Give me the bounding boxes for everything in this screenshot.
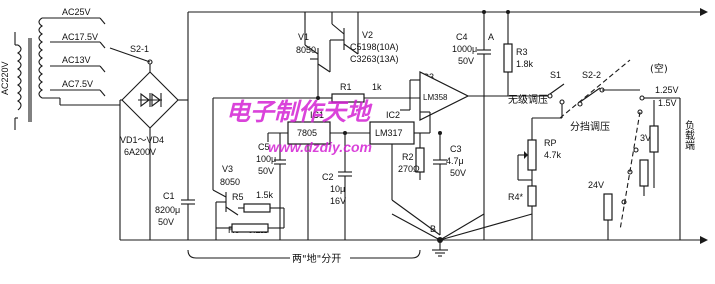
ic1-part: 7805	[297, 128, 317, 138]
r5-value: 1.5k	[256, 190, 274, 200]
ic3-lm358: IC3 LM358	[400, 71, 500, 133]
ic2-part: LM317	[375, 128, 403, 138]
c5-value: 100μ	[256, 154, 276, 164]
rectifier-label: VD1～VD4	[120, 135, 164, 145]
mains-voltage-label: AC220V	[0, 61, 10, 95]
c4-voltage: 50V	[458, 56, 474, 66]
resistor-r6: R6 0.2Ω	[215, 220, 284, 240]
watermark-url: www.dzdiy.com	[268, 139, 372, 155]
load-label: 负载端	[683, 119, 695, 151]
c1-value: 8200μ	[155, 205, 180, 215]
transistor-v1: V1 8050	[296, 12, 331, 73]
tap-label-1: AC17.5V	[62, 32, 98, 42]
capacitor-c2: C2 10μ 16V	[322, 131, 352, 240]
tap-outputs: 1.25V 1.5V 3V 24V	[559, 59, 680, 240]
v3-name: V3	[222, 164, 233, 174]
tap-out-3: 24V	[588, 180, 604, 190]
c1-voltage: 50V	[158, 217, 174, 227]
rp-name: RP	[544, 138, 557, 148]
resistor-r3: R3 1.8k	[503, 10, 534, 96]
rail-arrow	[700, 8, 708, 16]
transformer-taps: AC25V AC17.5V AC13V AC7.5V	[42, 7, 120, 106]
tap-label-0: AC25V	[62, 7, 91, 17]
rp-value: 4.7k	[544, 150, 562, 160]
c3-voltage: 50V	[450, 168, 466, 178]
ic2-lm317: IC2 LM317	[369, 110, 430, 155]
potentiometer-rp: RP 4.7k	[517, 117, 562, 181]
resistor-r1: R1 1k	[317, 70, 420, 103]
c5-name: C5	[258, 142, 270, 152]
r4-name: R4*	[508, 192, 524, 202]
c3-value: 4.7μ	[446, 156, 464, 166]
tap-out-1: 1.5V	[658, 98, 677, 108]
mode-stepped: 分挡调压	[570, 120, 610, 133]
ic2-name: IC2	[386, 110, 400, 120]
v2-part-1: C5198(10A)	[350, 42, 399, 52]
v3-part: 8050	[220, 177, 240, 187]
tap-out-0: 1.25V	[655, 85, 679, 95]
c3-name: C3	[450, 144, 462, 154]
v1-name: V1	[298, 32, 309, 42]
ic1-name: IC1	[310, 110, 324, 120]
capacitor-c3: C3 4.7μ 50V	[433, 131, 466, 235]
ground-bus: B	[119, 105, 708, 257]
switch-s2-2-label: S2-2	[582, 70, 601, 80]
transistor-v3: V3 8050	[212, 164, 240, 220]
ic1-7805: IC1 7805	[268, 12, 370, 240]
v2-part-2: C3263(13A)	[350, 54, 399, 64]
capacitor-c5: C5 100μ 50V	[256, 133, 286, 240]
tap-label-2: AC13V	[62, 55, 91, 65]
r2-name: R2	[402, 152, 414, 162]
switch-s2-1-label: S2-1	[130, 44, 149, 54]
capacitor-c4: C4 1000μ 50V A	[452, 10, 494, 240]
ic3-part: LM358	[423, 93, 448, 102]
ground-split-note: 两"地"分开	[187, 249, 421, 265]
load-terminal: 负载端	[679, 98, 695, 240]
c5-voltage: 50V	[258, 166, 274, 176]
switch-kong-label: (空)	[650, 62, 668, 75]
c2-name: C2	[322, 172, 334, 182]
watermark-cn: 电子制作天地	[226, 98, 373, 126]
r1-value: 1k	[372, 82, 382, 92]
r1-name: R1	[340, 82, 352, 92]
rectifier-rating: 6A200V	[124, 147, 156, 157]
c2-value: 10μ	[330, 184, 345, 194]
watermark: 电子制作天地 www.dzdiy.com	[226, 98, 373, 155]
switch-s2-1: S2-1	[109, 44, 153, 72]
switch-s2-2: S2-2 (空) 分挡调压	[570, 62, 668, 133]
node-a: A	[488, 32, 494, 42]
mode-stepless: 无级调压	[508, 94, 548, 106]
capacitor-c1: C1 8200μ 50V	[155, 100, 195, 240]
r3-name: R3	[516, 47, 528, 57]
bridge-rectifier: VD1～VD4 6A200V	[119, 12, 189, 240]
c4-name: C4	[456, 32, 468, 42]
switch-s1-label: S1	[550, 70, 561, 80]
resistor-r2: R2 270Ω	[391, 133, 441, 236]
ground-note-text: 两"地"分开	[292, 252, 341, 265]
switch-s1: S1 无级调压	[500, 70, 565, 118]
c1-name: C1	[163, 191, 175, 201]
v1-part: 8050	[296, 45, 316, 55]
node-b: B	[430, 224, 436, 234]
tap-out-2: 3V	[640, 133, 651, 143]
tap-label-3: AC7.5V	[62, 79, 93, 89]
transformer: AC220V	[0, 17, 60, 130]
c2-voltage: 16V	[330, 196, 346, 206]
v2-name: V2	[362, 30, 373, 40]
resistor-r4: R4*	[508, 180, 537, 240]
r5-name: R5	[232, 192, 244, 202]
c4-value: 1000μ	[452, 44, 477, 54]
r3-value: 1.8k	[516, 59, 534, 69]
r2-value: 270Ω	[398, 164, 420, 174]
transistor-v2: V2 C5198(10A) C3263(13A)	[329, 12, 399, 72]
resistor-r5: R5 1.5k	[232, 190, 285, 228]
